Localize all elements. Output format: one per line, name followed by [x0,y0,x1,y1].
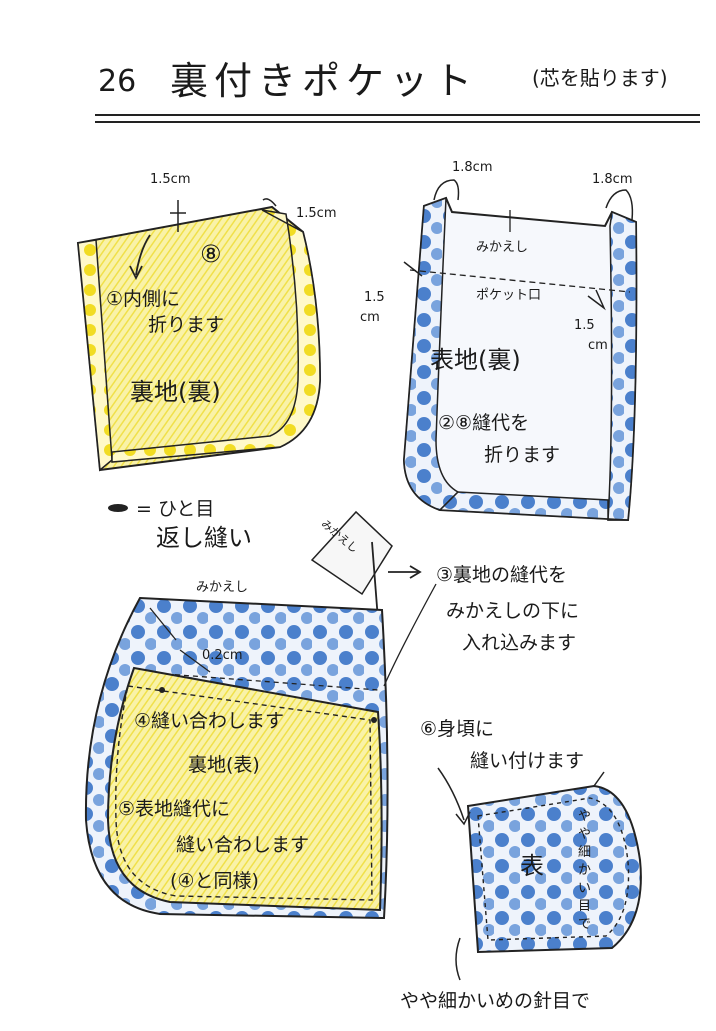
step2-dim-left-unit: cm [360,310,380,325]
step2-instruction-line2: 折ります [484,444,561,466]
step2-dim-right-unit: cm [588,338,608,353]
title-number: 26 [98,64,137,99]
step5-instruction-line3: (④と同様) [170,870,259,892]
step2-facing-label: みかえし [476,240,529,255]
step4-instruction: ④縫い合わします [134,710,285,732]
assembled-piece-step45 [84,583,437,920]
title-underline [95,114,700,123]
step2-instruction-line1: ②⑧縫代を [438,412,530,434]
attached-pocket-step6 [437,767,642,981]
step2-dim-right-top: 1.8cm [592,172,633,187]
step3-instruction-line3: 入れ込みます [462,632,577,654]
step3-instruction-line1: ③裏地の縫代を [436,564,568,586]
step1-dim-side: 1.5cm [296,206,337,221]
page-subtitle: (芯を貼ります) [532,66,668,90]
legend-line1-text: ひと目 [157,498,215,520]
step6-instruction-line2: 縫い付けます [470,750,585,772]
step6-side-note: やや細かい目で [578,809,592,932]
step2-pocket-mouth-label: ポケット口 [476,288,542,303]
page-title: 裏付きポケット [170,59,479,103]
step2-dim-left-top: 1.8cm [452,160,493,175]
step1-instruction-line2: 折ります [148,314,225,336]
legend-line2: 返し縫い [156,524,252,552]
step1-dim-top: 1.5cm [150,172,191,187]
step45-facing-label: みかえし [196,580,249,595]
step3-instruction-line2: みかえしの下に [446,600,580,622]
step6-fabric-label: 表 [520,852,544,880]
step6-bottom-note: やや細かいめの針目で [400,990,591,1012]
backstitch-mark [108,504,128,512]
legend-line1: = ひと目 [136,498,215,520]
lining-piece-step1 [76,198,322,472]
step1-seam-glyph: ⑧ [200,240,222,268]
outer-piece-step2 [402,179,638,522]
facing-tag-illustration [310,510,422,621]
step1-instruction-line1: ①内側に [106,288,181,310]
step2-fabric-label: 表地(裏) [430,346,521,374]
step1-fabric-label: 裏地(裏) [130,378,221,406]
step5-instruction-line1: ⑤表地縫代に [118,798,231,820]
step2-dim-left: 1.5 [364,290,385,305]
step6-instruction-line1: ⑥身頃に [420,718,495,740]
step2-dim-right: 1.5 [574,318,595,333]
step5-instruction-line2: 縫い合わします [176,834,310,856]
step45-fabric-label: 裏地(表) [188,754,260,776]
step45-dim: 0.2cm [202,648,243,663]
